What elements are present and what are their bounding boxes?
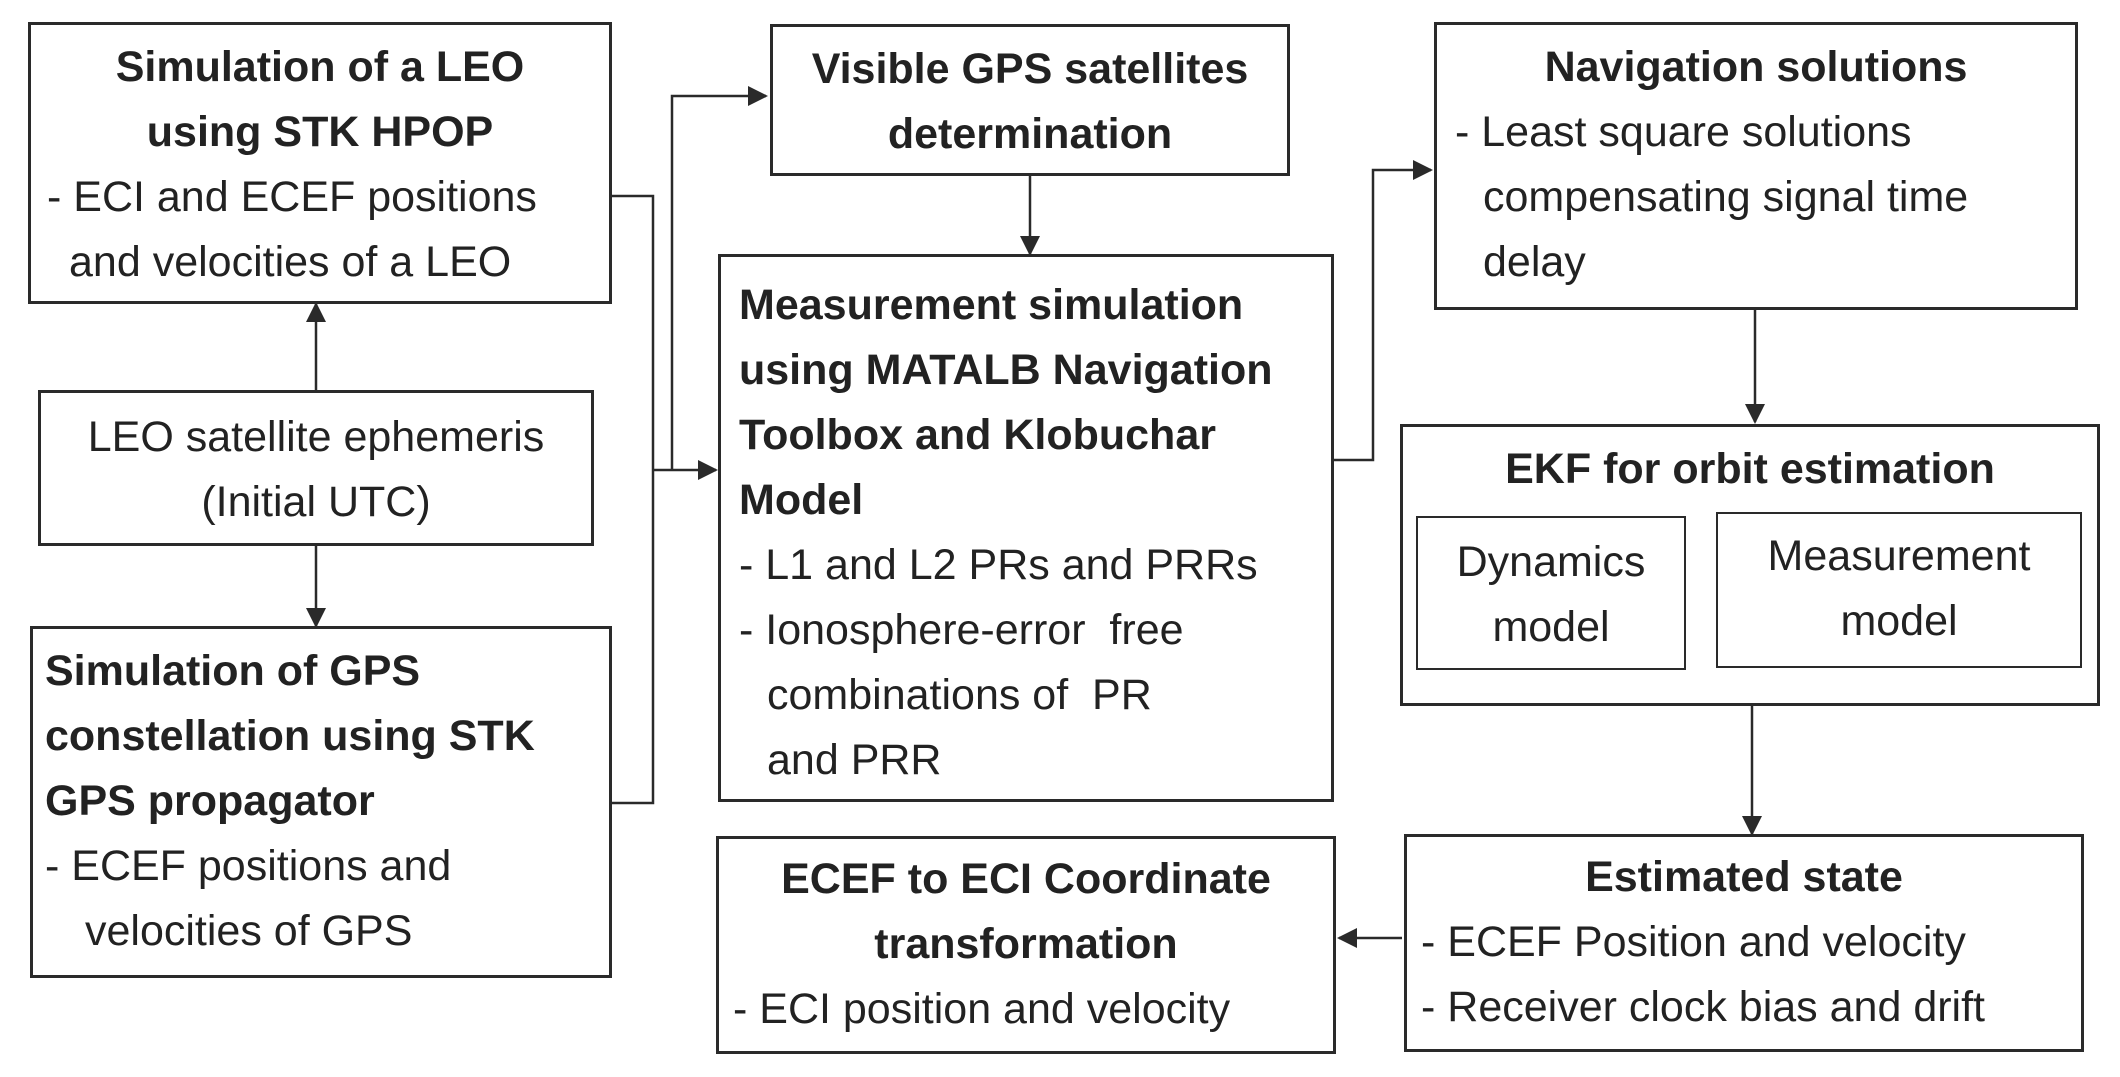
- measurement-model-line1: Measurement: [1767, 532, 2031, 580]
- ecef-eci-title-line1: ECEF to ECI Coordinate: [781, 855, 1271, 903]
- estimated-title: Estimated state: [1585, 853, 1903, 901]
- dynamics-line2: model: [1492, 603, 1610, 651]
- nav-desc-line1: - Least square solutions: [1455, 108, 1912, 156]
- gps-sim-desc-line2: velocities of GPS: [85, 907, 413, 955]
- measurement-item2-line2: combinations of PR: [767, 671, 1152, 719]
- dynamics-line1: Dynamics: [1456, 538, 1646, 586]
- measurement-model-box: Measurement model: [1716, 512, 2082, 668]
- measurement-item2-line3: and PRR: [767, 736, 942, 784]
- leo-sim-title-line2: using STK HPOP: [146, 108, 494, 156]
- ecef-to-eci-box: ECEF to ECI Coordinate transformation - …: [716, 836, 1336, 1054]
- leo-sim-desc-line1: - ECI and ECEF positions: [47, 173, 537, 221]
- estimated-state-box: Estimated state - ECEF Position and velo…: [1404, 834, 2084, 1052]
- arrow-to-visible-gps: [670, 86, 768, 470]
- leo-sim-title-line1: Simulation of a LEO: [115, 43, 525, 91]
- line-leo-sim-to-merge: [612, 194, 655, 805]
- measurement-title-line1: Measurement simulation: [739, 281, 1244, 329]
- gps-sim-title-line1: Simulation of GPS: [45, 647, 421, 695]
- visible-gps-line1: Visible GPS satellites: [811, 45, 1249, 93]
- visible-gps-line2: determination: [887, 110, 1173, 158]
- gps-simulation-box: Simulation of GPS constellation using ST…: [30, 626, 612, 978]
- ecef-eci-desc-line1: - ECI position and velocity: [733, 985, 1231, 1033]
- ecef-eci-title-line2: transformation: [874, 920, 1178, 968]
- dynamics-model-box: Dynamics model: [1416, 516, 1686, 670]
- nav-desc-line3: delay: [1483, 238, 1586, 286]
- estimated-desc-line1: - ECEF Position and velocity: [1421, 918, 1966, 966]
- ephemeris-line2: (Initial UTC): [201, 478, 431, 526]
- measurement-model-line2: model: [1840, 597, 1958, 645]
- nav-title: Navigation solutions: [1544, 43, 1968, 91]
- measurement-title-line4: Model: [739, 476, 864, 524]
- leo-ephemeris-box: LEO satellite ephemeris (Initial UTC): [38, 390, 594, 546]
- measurement-item1: - L1 and L2 PRs and PRRs: [739, 541, 1258, 589]
- gps-sim-title-line3: GPS propagator: [45, 777, 375, 825]
- navigation-solutions-box: Navigation solutions - Least square solu…: [1434, 22, 2078, 310]
- measurement-title-line2: using MATALB Navigation: [739, 346, 1273, 394]
- nav-desc-line2: compensating signal time: [1483, 173, 1969, 221]
- measurement-simulation-box: Measurement simulation using MATALB Navi…: [718, 254, 1334, 802]
- leo-simulation-box: Simulation of a LEO using STK HPOP - ECI…: [28, 22, 612, 304]
- estimated-desc-line2: - Receiver clock bias and drift: [1421, 983, 1985, 1031]
- ephemeris-line1: LEO satellite ephemeris: [87, 413, 545, 461]
- measurement-item2-line1: - Ionosphere-error free: [739, 606, 1184, 654]
- arrow-measurement-to-nav: [1334, 160, 1433, 462]
- gps-sim-desc-line1: - ECEF positions and: [45, 842, 452, 890]
- measurement-title-line3: Toolbox and Klobuchar: [739, 411, 1216, 459]
- leo-sim-desc-line2: and velocities of a LEO: [69, 238, 512, 286]
- ekf-title: EKF for orbit estimation: [1505, 445, 1995, 493]
- gps-sim-title-line2: constellation using STK: [45, 712, 535, 760]
- visible-gps-box: Visible GPS satellites determination: [770, 24, 1290, 176]
